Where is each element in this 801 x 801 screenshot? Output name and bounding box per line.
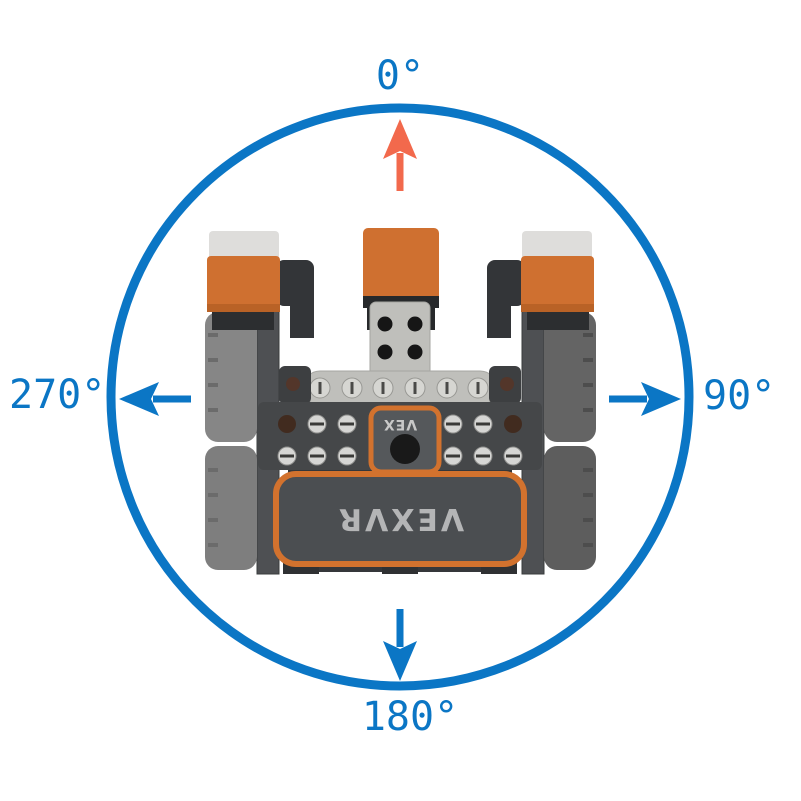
- plate-logo-text: VEXVR: [336, 501, 464, 536]
- left-sensor-tower: [207, 231, 280, 330]
- heading-circle: [106, 103, 694, 691]
- left-sensor-arm: [276, 260, 314, 338]
- right-sensor-arm: [487, 260, 525, 338]
- heading-label-270: 270°: [9, 372, 106, 418]
- camera-module: VEX: [368, 405, 442, 475]
- brain-logo-text: VEX: [383, 416, 417, 432]
- cross-beam: [302, 370, 498, 406]
- camera-lens: [390, 434, 420, 464]
- right-sensor-tower: [521, 231, 594, 330]
- down-arrow-icon: [383, 609, 417, 681]
- right-wing-plate: [489, 366, 521, 404]
- left-wheels: [205, 312, 257, 570]
- heading-label-180: 180°: [361, 694, 459, 740]
- right-wheels: [544, 312, 596, 570]
- center-beam: [369, 301, 431, 389]
- left-arrow-icon: [119, 382, 191, 416]
- right-arrow-icon: [609, 382, 681, 416]
- heading-label-0: 0°: [375, 53, 425, 99]
- robot-top-view: VEX VEXVR: [205, 228, 596, 575]
- left-wing-plate: [279, 366, 311, 404]
- bottom-plate: VEXVR: [273, 471, 527, 567]
- heading-label-90: 90°: [703, 373, 776, 419]
- up-arrow-icon: [383, 119, 417, 191]
